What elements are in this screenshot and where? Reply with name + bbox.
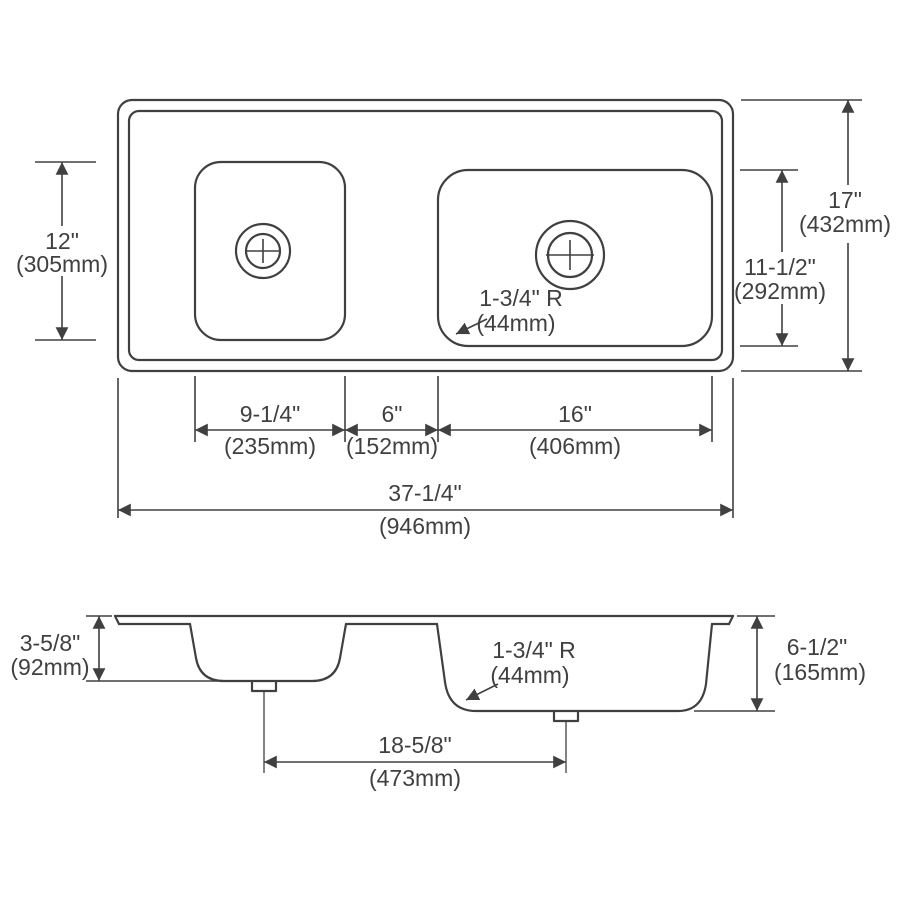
dim-right-bowl-height: 11-1/2" (292mm) [734,169,826,347]
top-corner-radius-callout: 1-3/4" R (44mm) [455,285,563,336]
dim-label-mm: (432mm) [799,211,891,237]
left-bowl-outline [193,160,347,342]
top-view: 1-3/4" R (44mm) 12" (305mm) 17" (432mm) [16,98,891,539]
dim-right-bowl-width: 16" (406mm) [438,401,712,459]
dim-label-in: 3-5/8" [20,630,81,656]
dim-overall-width: 37-1/4" (946mm) [118,480,733,539]
dim-label-mm: (305mm) [16,251,108,277]
dim-label-mm: (292mm) [734,278,826,304]
dim-overall-height: 17" (432mm) [741,99,891,372]
side-view: 1-3/4" R (44mm) 3-5/8" (92mm) 6-1/2" (16… [10,614,866,791]
dim-label-in: 18-5/8" [378,732,451,758]
dim-label-mm: (946mm) [379,513,471,539]
dim-label-mm: (152mm) [346,433,438,459]
left-bowl-drain [234,222,292,280]
dim-label-in: 6" [382,401,403,427]
rim-profile [113,614,735,626]
dim-label-in: 12" [45,228,79,254]
sink-inner-rim [127,109,724,362]
radius-leader-arrow [455,318,488,335]
dim-bowl-gap: 6" (152mm) [345,401,438,459]
dim-label-in: 37-1/4" [388,480,461,506]
dim-left-bowl-width: 9-1/4" (235mm) [195,401,345,459]
dim-label-in: 16" [558,401,592,427]
dim-label-mm: (473mm) [369,765,461,791]
dim-label-mm: (92mm) [10,654,89,680]
dim-label-mm: (406mm) [529,433,621,459]
left-drain-stub [250,679,278,693]
dim-label-in: 11-1/2" [744,254,816,280]
radius-label-mm: (44mm) [476,310,555,336]
dim-label-mm: (165mm) [774,659,866,685]
radius-label-in: 1-3/4" R [492,637,576,663]
dim-label-in: 9-1/4" [240,401,301,427]
dim-drain-spacing: 18-5/8" (473mm) [264,732,566,791]
radius-leader-arrow [465,683,499,701]
dim-left-bowl-depth: 3-5/8" (92mm) [10,615,218,682]
dim-label-in: 6-1/2" [787,634,848,660]
left-bowl-profile [188,622,348,683]
right-bowl-drain [534,219,606,291]
sink-outer-rim [116,98,735,373]
radius-label-mm: (44mm) [490,662,569,688]
dim-right-bowl-depth: 6-1/2" (165mm) [694,615,866,712]
dim-label-mm: (235mm) [224,433,316,459]
dim-label-in: 17" [828,187,862,213]
right-bowl-outline [436,168,714,348]
dim-left-bowl-height: 12" (305mm) [16,161,108,341]
side-corner-radius-callout: 1-3/4" R (44mm) [465,637,576,701]
right-drain-stub [552,709,580,723]
radius-label-in: 1-3/4" R [479,285,563,311]
